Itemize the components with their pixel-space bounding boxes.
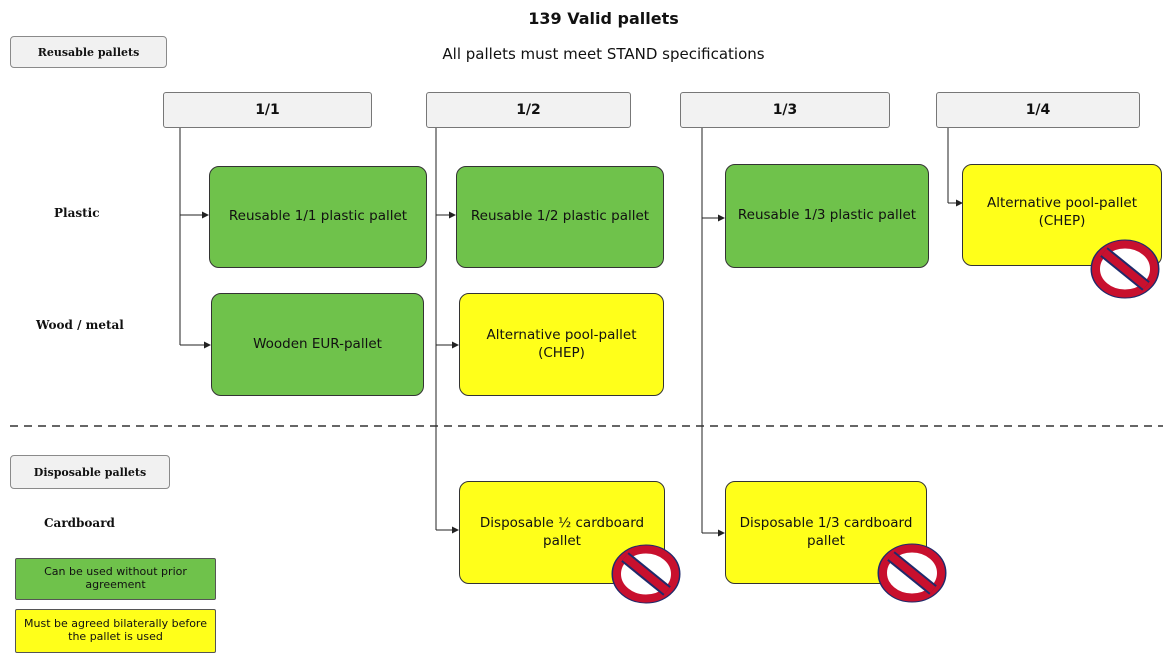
row-label-plastic: Plastic [54, 206, 100, 220]
section-tag-disposable: Disposable pallets [10, 455, 170, 489]
box-reusable-1-3-plastic: Reusable 1/3 plastic pallet [725, 164, 929, 268]
box-label: Reusable 1/1 plastic pallet [228, 208, 408, 225]
box-label: Alternative pool-pallet (CHEP) [986, 195, 1137, 229]
legend-yellow: Must be agreed bilaterally before the pa… [15, 609, 216, 653]
box-chep-1-2: Alternative pool-pallet (CHEP) [459, 293, 664, 396]
no-entry-icon [1090, 239, 1160, 299]
box-reusable-1-2-plastic: Reusable 1/2 plastic pallet [456, 166, 664, 268]
row-label-wood-metal: Wood / metal [36, 318, 124, 332]
section-tag-reusable: Reusable pallets [10, 36, 167, 68]
box-label: Reusable 1/2 plastic pallet [470, 208, 650, 225]
column-header-1-2: 1/2 [426, 92, 631, 128]
legend-green: Can be used without prior agreement [15, 558, 216, 600]
no-entry-icon [877, 543, 947, 603]
box-label: Reusable 1/3 plastic pallet [737, 207, 917, 224]
legend-green-label: Can be used without prior agreement [44, 565, 187, 591]
column-header-1-4: 1/4 [936, 92, 1140, 128]
column-header-1-3: 1/3 [680, 92, 890, 128]
box-label: Alternative pool-pallet (CHEP) [486, 326, 637, 361]
box-reusable-1-1-plastic: Reusable 1/1 plastic pallet [209, 166, 427, 268]
box-label: Disposable ½ cardboard pallet [479, 514, 645, 549]
no-entry-icon [611, 544, 681, 604]
box-label: Wooden EUR-pallet [253, 335, 382, 352]
box-label: Disposable 1/3 cardboard pallet [739, 514, 913, 549]
row-label-cardboard: Cardboard [44, 516, 115, 530]
diagram-subtitle: All pallets must meet STAND specificatio… [442, 45, 765, 63]
diagram-title: 139 Valid pallets [528, 9, 679, 28]
box-wooden-eur-pallet: Wooden EUR-pallet [211, 293, 424, 396]
column-header-1-1: 1/1 [163, 92, 372, 128]
legend-yellow-label: Must be agreed bilaterally before the pa… [24, 617, 207, 643]
